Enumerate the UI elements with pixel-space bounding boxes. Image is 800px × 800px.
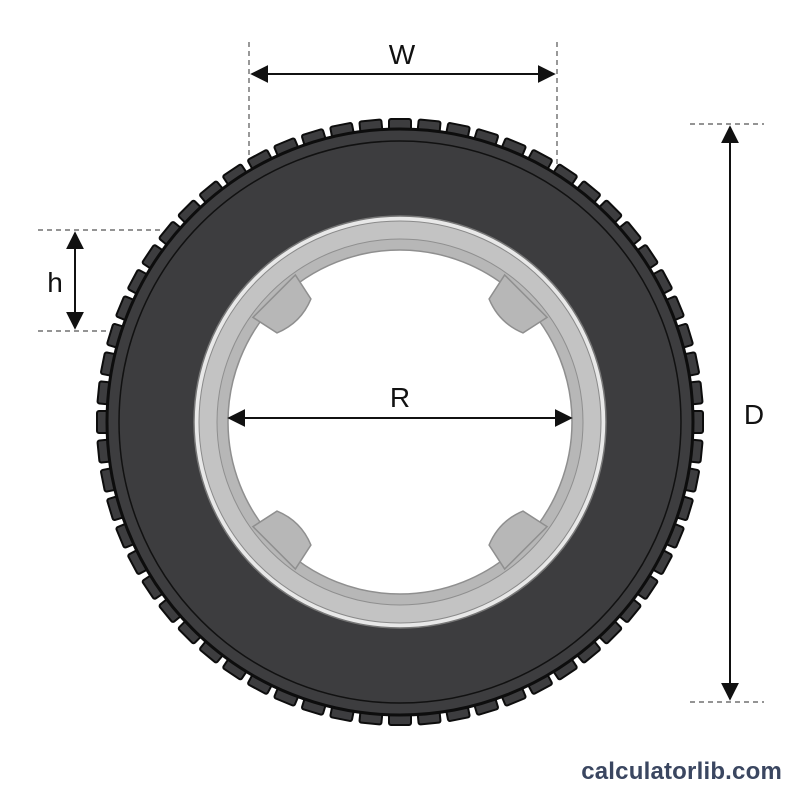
rim <box>193 215 607 629</box>
watermark-logo: calculatorlib.com <box>581 758 782 785</box>
rim-lug-tab <box>488 510 549 571</box>
rim-diameter-label: R <box>390 382 410 413</box>
rim-diameter-dimension: R <box>227 382 573 427</box>
height-label: h <box>47 267 63 298</box>
width-label: W <box>389 39 416 70</box>
height-dimension: h <box>38 229 162 332</box>
rim-lug-tab <box>251 273 312 334</box>
width-dimension: W <box>248 39 558 165</box>
rim-lug-tab <box>251 510 312 571</box>
diameter-label: D <box>744 399 764 430</box>
rim-lug-tab <box>488 273 549 334</box>
diameter-dimension: D <box>690 123 764 703</box>
tire-sidewall-line <box>118 140 682 704</box>
rim-lug-tabs <box>251 273 549 571</box>
